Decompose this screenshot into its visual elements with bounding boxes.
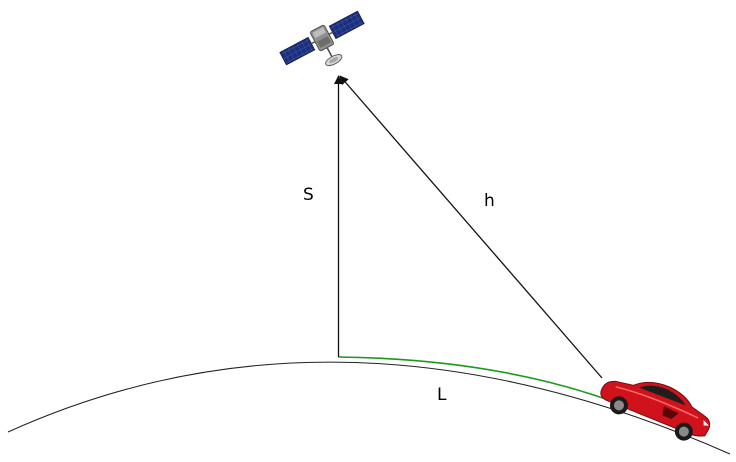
label-vertical-distance: S <box>303 185 314 205</box>
slant-distance-arrow <box>339 75 603 379</box>
label-ground-arc: L <box>437 385 447 405</box>
satellite-icon <box>279 10 365 66</box>
red-sports-car-icon <box>600 380 711 441</box>
label-slant-distance: h <box>484 191 495 211</box>
